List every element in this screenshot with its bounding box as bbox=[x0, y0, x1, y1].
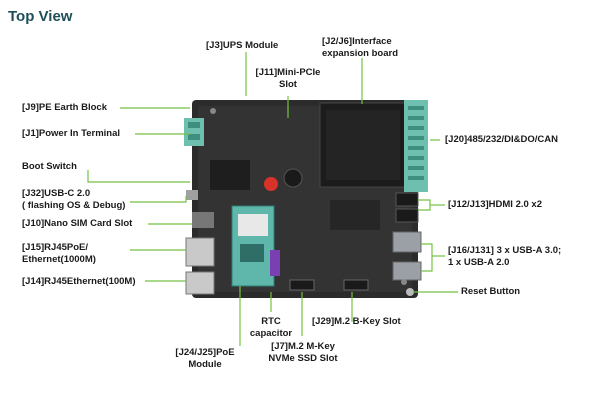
label-reset-button: Reset Button bbox=[461, 286, 521, 297]
page-title: Top View bbox=[8, 8, 73, 25]
label-power-in-terminal: [J1]Power In Terminal bbox=[22, 128, 121, 139]
label-interface-board-line2: expansion board bbox=[322, 48, 399, 59]
label-usb-a-line2: 1 x USB-A 2.0 bbox=[448, 257, 510, 268]
usb-a-stack-2 bbox=[392, 261, 422, 281]
label-pe-earth-block: [J9]PE Earth Block bbox=[22, 102, 107, 113]
leader-lines bbox=[87, 52, 458, 346]
reset-button bbox=[406, 288, 414, 296]
label-boot-switch: Boot Switch bbox=[22, 161, 77, 172]
label-poe-module-line1: [J24/J25]PoE bbox=[175, 347, 235, 358]
label-hdmi: [J12/J13]HDMI 2.0 x2 bbox=[448, 199, 542, 210]
hdmi-port-1 bbox=[395, 192, 419, 207]
hdmi-port-2 bbox=[395, 208, 419, 223]
label-rj45-poe-line2: Ethernet(1000M) bbox=[22, 254, 96, 265]
rj45-port-2 bbox=[185, 271, 215, 295]
ups-connector bbox=[264, 177, 278, 191]
label-rj45-poe-line1: [J15]RJ45PoE/ bbox=[22, 242, 89, 253]
label-rj45-ethernet: [J14]RJ45Ethernet(100M) bbox=[22, 276, 136, 287]
label-m2-m-key-line2: NVMe SSD Slot bbox=[268, 353, 338, 364]
sim-slot bbox=[192, 212, 214, 228]
m2-b-key-slot bbox=[343, 279, 369, 291]
label-m2-b-key: [J29]M.2 B-Key Slot bbox=[312, 316, 401, 327]
label-m2-m-key-line1: [J7]M.2 M-Key bbox=[271, 341, 335, 352]
usb-c-port bbox=[186, 190, 198, 200]
m2-m-key-slot bbox=[289, 279, 315, 291]
label-rtc-line2: capacitor bbox=[249, 328, 293, 339]
label-mini-pcie-line1: [J11]Mini-PCIe bbox=[255, 67, 321, 78]
usb-a-stack-1 bbox=[392, 231, 422, 253]
label-interface-board-line1: [J2/J6]Interface bbox=[322, 36, 392, 47]
label-usb-c-line2: ( flashing OS & Debug) bbox=[22, 200, 126, 211]
label-rtc-line1: RTC bbox=[261, 316, 281, 327]
label-poe-module-line2: Module bbox=[188, 359, 222, 370]
label-mini-pcie-line2: Slot bbox=[279, 79, 297, 90]
label-terminal-j20: [J20]485/232/DI&DO/CAN bbox=[445, 134, 558, 145]
label-usb-a-line1: [J16/J131] 3 x USB-A 3.0; bbox=[448, 245, 562, 256]
label-nano-sim-slot: [J10]Nano SIM Card Slot bbox=[22, 218, 133, 229]
label-ups-module: [J3]UPS Module bbox=[206, 40, 279, 51]
rj45-port-1 bbox=[185, 237, 215, 267]
label-usb-c-line1: [J32]USB-C 2.0 bbox=[22, 188, 91, 199]
rtc-capacitor bbox=[270, 250, 280, 276]
